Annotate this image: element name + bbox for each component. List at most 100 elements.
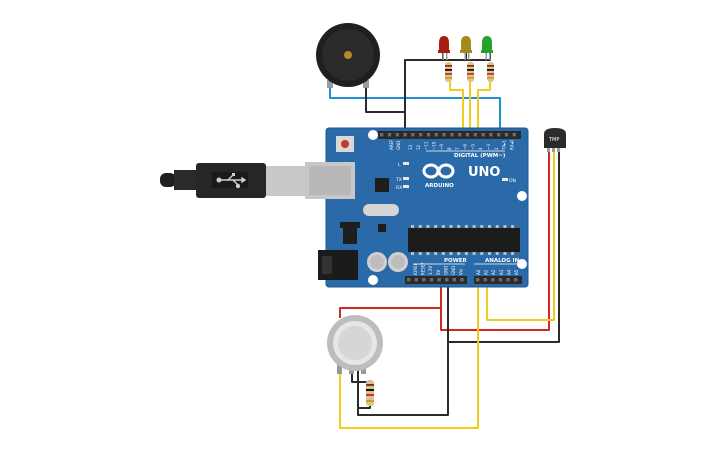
buzzer-pin-2 <box>363 80 369 88</box>
power-pin-label: Vin <box>459 268 464 275</box>
resistor-band <box>487 65 494 67</box>
digital-pin-label: TX▸1 <box>502 140 507 151</box>
wire-gas-black[interactable] <box>357 300 449 416</box>
power-header[interactable] <box>405 276 467 284</box>
uno-brand: UNO <box>468 165 501 180</box>
gas-resistor-band-1 <box>366 384 374 386</box>
analog-pin-hole <box>476 278 480 282</box>
digital-pin-label: ~11 <box>424 141 429 150</box>
power-jack-inner <box>322 256 332 274</box>
arduino-logo-text: ARDUINO <box>425 183 454 189</box>
atmega-chip <box>408 228 520 252</box>
wires <box>329 52 560 429</box>
power-pin-hole <box>437 278 441 282</box>
wire-gas-yellow[interactable] <box>339 277 479 429</box>
crystal <box>363 204 399 216</box>
l-led <box>403 162 409 165</box>
chip-pin <box>457 252 461 255</box>
chip-pin <box>426 252 430 255</box>
digital-header-pins <box>380 133 516 137</box>
chip-pin <box>441 225 445 228</box>
wire-buzzer-black[interactable] <box>365 86 406 134</box>
wire-tmp-red[interactable] <box>440 150 550 331</box>
usb-cable[interactable] <box>160 163 306 198</box>
gas-resistor-band-4 <box>366 400 374 402</box>
bottom-header-pins <box>407 278 518 282</box>
analog-in-label: ANALOG IN <box>485 258 520 264</box>
digital-pin-label: ~10 <box>431 141 436 150</box>
tmp-sensor[interactable]: TMP <box>544 128 566 152</box>
digital-pin-label: 8 <box>447 147 452 150</box>
mount-hole-3 <box>517 259 527 269</box>
led-green[interactable] <box>481 36 493 60</box>
reset-button[interactable] <box>341 140 349 148</box>
digital-pin-hole <box>411 133 415 137</box>
wire-buzzer-blue[interactable] <box>329 86 501 133</box>
wire-led1-yellow[interactable] <box>449 80 464 133</box>
digital-pin-hole <box>481 133 485 137</box>
analog-header[interactable] <box>474 276 522 284</box>
analog-pin-label: A3 <box>499 269 504 275</box>
led-resistor[interactable] <box>467 62 474 82</box>
mount-hole-2 <box>517 191 527 201</box>
digital-header[interactable] <box>378 131 521 139</box>
digital-pin-label: 7 <box>455 147 460 150</box>
chip-pin <box>418 252 422 255</box>
power-pin-label: 3.3V <box>428 266 433 275</box>
digital-label: DIGITAL (PWM~) <box>454 153 506 159</box>
analog-pin-hole <box>498 278 503 282</box>
wire-gas-red[interactable] <box>339 307 441 318</box>
gas-resistor-band-3 <box>366 394 374 396</box>
analog-pin-label: A2 <box>491 269 496 275</box>
wire-tmp-yellow[interactable] <box>486 150 555 321</box>
arduino-logo-icon <box>422 163 455 179</box>
digital-pin-hole <box>426 133 431 137</box>
digital-pin-hole <box>504 133 509 137</box>
chip-pin <box>464 225 468 228</box>
digital-pin-hole <box>419 133 423 137</box>
usb-metal-connector <box>266 166 306 196</box>
led-resistor[interactable] <box>445 62 452 82</box>
chip-pin <box>503 252 507 255</box>
led-leg <box>468 50 470 60</box>
gas-resistor[interactable] <box>366 380 374 406</box>
digital-pin-label: 13 <box>408 144 413 150</box>
chip-pin <box>411 252 414 255</box>
led-resistor[interactable] <box>487 62 494 82</box>
analog-pin-hole <box>483 278 487 282</box>
digital-pin-label: 12 <box>416 144 421 150</box>
power-pin-label: 5V <box>436 269 441 275</box>
analog-pin-hole <box>491 278 495 282</box>
chip-pin <box>472 225 476 228</box>
piezo-buzzer[interactable] <box>316 23 380 88</box>
regulator-tab <box>340 222 360 228</box>
wire-led3-yellow[interactable] <box>477 80 491 133</box>
led-yellow[interactable] <box>460 36 472 60</box>
gas-sensor[interactable] <box>327 315 383 374</box>
led-red[interactable] <box>438 36 450 60</box>
resistor-band <box>445 77 452 79</box>
chip-pin <box>418 225 422 228</box>
usb-socket-inner <box>309 166 351 195</box>
usb-cable-end <box>160 173 176 187</box>
resistor-band <box>467 65 474 67</box>
power-pin-label: GND <box>443 266 448 275</box>
tmp-label: TMP <box>548 137 559 143</box>
digital-pin-hole <box>434 133 438 137</box>
digital-pin-hole <box>497 133 501 137</box>
digital-pin-hole <box>395 133 399 137</box>
rx-led-label: RX <box>396 185 402 191</box>
usb-chip <box>375 178 389 192</box>
chip-pin <box>449 252 453 255</box>
led-leg <box>446 50 448 60</box>
digital-pin-hole <box>458 133 462 137</box>
digital-pin-hole <box>465 133 470 137</box>
analog-pin-label: A5 <box>514 269 519 275</box>
digital-pin-hole <box>473 133 477 137</box>
power-pin-hole <box>422 278 426 282</box>
resistor-band <box>445 65 452 67</box>
analog-pin-hole <box>506 278 510 282</box>
